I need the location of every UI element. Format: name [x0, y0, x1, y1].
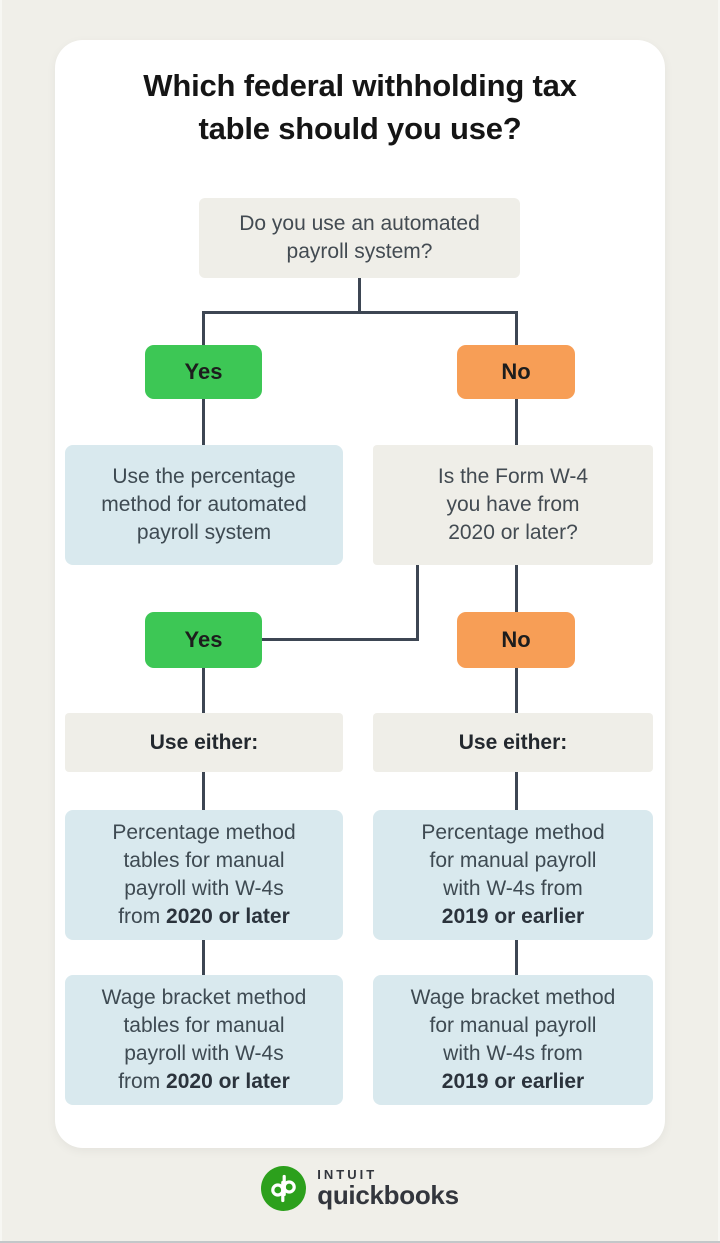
connector-line [202, 772, 205, 810]
connector-line [515, 311, 518, 345]
connector-line [202, 311, 205, 345]
connector-line [358, 278, 361, 314]
result-wage-bracket-2019: Wage bracket method for manual payroll w… [373, 975, 653, 1105]
result-text: Percentage method for manual payroll wit… [421, 821, 605, 928]
connector-line [416, 565, 419, 641]
intuit-wordmark: INTUIT [317, 1167, 378, 1182]
connector-line [515, 399, 518, 445]
result-automated-percentage-method: Use the percentage method for automated … [65, 445, 343, 565]
result-text: Wage bracket method tables for manual pa… [101, 986, 307, 1093]
connector-line [202, 311, 518, 314]
quickbooks-wordmark: quickbooks [317, 1180, 459, 1210]
yes-node-1: Yes [145, 345, 262, 399]
connector-line [262, 638, 419, 641]
connector-line [202, 940, 205, 975]
no-node-2: No [457, 612, 575, 668]
use-either-right: Use either: [373, 713, 653, 772]
use-either-left: Use either: [65, 713, 343, 772]
yes-node-2: Yes [145, 612, 262, 668]
quickbooks-logo-icon [261, 1166, 307, 1211]
result-percentage-method-2020: Percentage method tables for manual payr… [65, 810, 343, 940]
bold-date-range: 2020 or later [166, 905, 290, 928]
result-percentage-method-2019: Percentage method for manual payroll wit… [373, 810, 653, 940]
result-text: Percentage method tables for manual payr… [112, 821, 296, 928]
intuit-quickbooks-logo: INTUIT quickbooks [0, 1166, 720, 1211]
connector-line [515, 668, 518, 713]
page-title: Which federal withholding tax table shou… [143, 68, 577, 146]
result-wage-bracket-2020: Wage bracket method tables for manual pa… [65, 975, 343, 1105]
connector-line [515, 940, 518, 975]
result-text: Wage bracket method for manual payroll w… [410, 986, 616, 1093]
bold-date-range: 2019 or earlier [441, 905, 585, 928]
connector-line [515, 565, 518, 612]
bold-date-range: 2019 or earlier [441, 1070, 585, 1093]
connector-line [515, 772, 518, 810]
connector-line [202, 668, 205, 713]
question-form-w4-year: Is the Form W-4 you have from 2020 or la… [373, 445, 653, 565]
connector-line [202, 399, 205, 445]
no-node-1: No [457, 345, 575, 399]
question-automated-payroll: Do you use an automated payroll system? [199, 198, 520, 278]
bold-date-range: 2020 or later [166, 1070, 290, 1093]
